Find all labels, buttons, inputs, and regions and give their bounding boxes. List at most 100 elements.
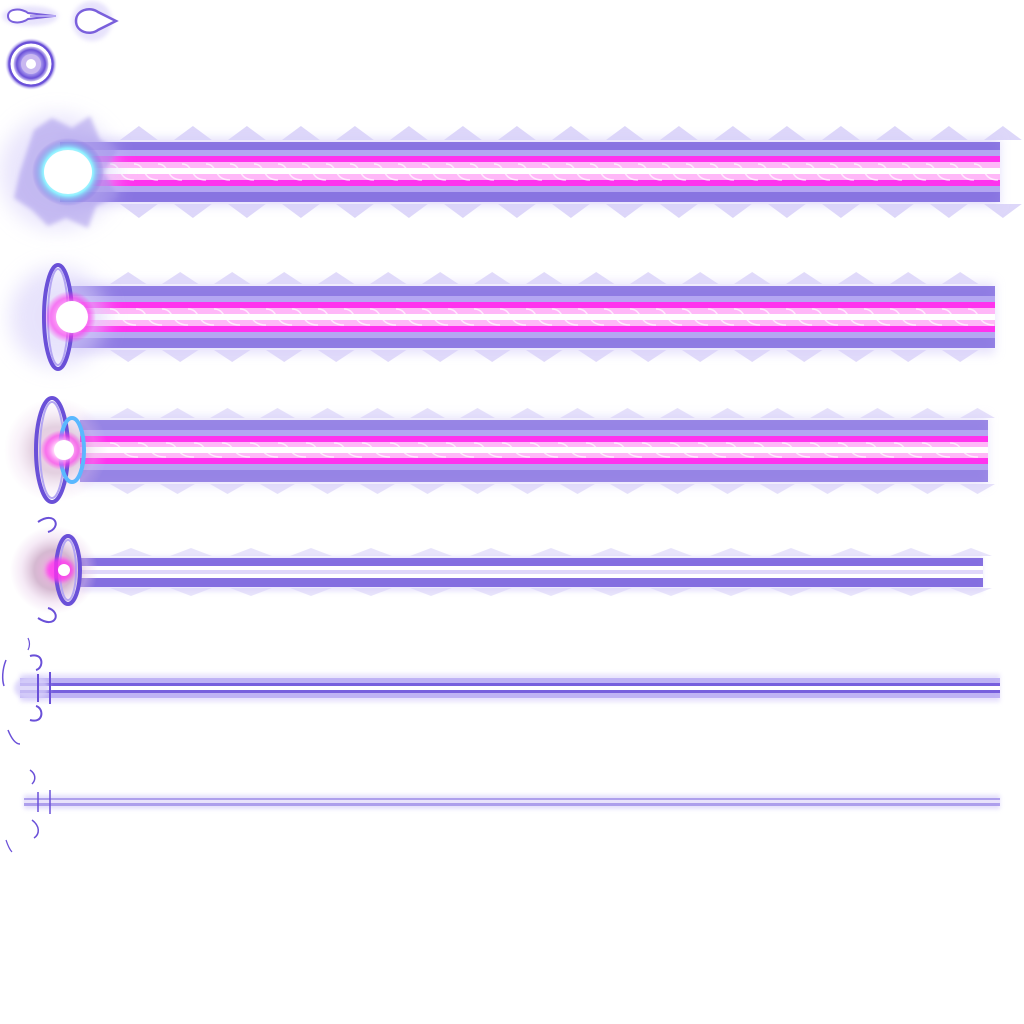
swirl-stroke <box>333 442 363 458</box>
swirl-stroke <box>863 308 891 326</box>
swirl-stroke <box>109 442 139 458</box>
swirl-stroke <box>305 442 335 458</box>
glow-spike <box>930 126 968 140</box>
glow-spike <box>560 484 595 494</box>
glow-spike <box>110 408 145 418</box>
swirl-stroke <box>661 163 687 181</box>
glow-spike <box>810 408 845 418</box>
swirl-stroke <box>781 163 807 181</box>
glow-spike <box>660 126 698 140</box>
glow-spike <box>860 484 895 494</box>
glow-spike <box>552 204 590 218</box>
glow-spike <box>710 548 752 556</box>
swirl-stroke <box>277 442 307 458</box>
glow-spike <box>530 548 572 556</box>
glow-spike <box>210 484 245 494</box>
glow-spike <box>714 126 752 140</box>
glow-spike <box>606 126 644 140</box>
swirl-stroke <box>361 442 391 458</box>
glow-spike <box>444 204 482 218</box>
glow-spike <box>360 408 395 418</box>
swirl-stroke <box>641 442 671 458</box>
swirl-stroke <box>893 442 923 458</box>
glow-spike <box>360 484 395 494</box>
glow-spike <box>510 408 545 418</box>
swirl-stroke <box>629 308 657 326</box>
glow-spike <box>350 548 392 556</box>
swirl-stroke <box>213 308 241 326</box>
swirl-stroke <box>949 442 979 458</box>
glow-spike <box>110 272 147 284</box>
ring-orb-projectile <box>5 38 57 90</box>
glow-spike <box>942 272 979 284</box>
glow-spike <box>890 548 932 556</box>
glow-spike <box>460 408 495 418</box>
glow-spike <box>266 272 303 284</box>
swirl-stroke <box>369 308 397 326</box>
swirl-stroke <box>417 442 447 458</box>
swirl-stroke <box>157 163 183 181</box>
swirl-stroke <box>265 308 293 326</box>
beam-frame-1 <box>0 114 1022 230</box>
swirl-stroke <box>469 163 495 181</box>
glow-spike <box>498 204 536 218</box>
glow-spike <box>660 408 695 418</box>
glow-spike <box>260 408 295 418</box>
swirl-stroke <box>785 308 813 326</box>
glow-spike <box>498 126 536 140</box>
swirl-stroke <box>613 442 643 458</box>
beam-3-swirl <box>109 442 979 458</box>
swirl-stroke <box>205 163 231 181</box>
swirl-stroke <box>941 308 969 326</box>
swirl-stroke <box>493 163 519 181</box>
swirl-stroke <box>669 442 699 458</box>
swirl-stroke <box>421 308 449 326</box>
swirl-stroke <box>221 442 251 458</box>
swirl-stroke <box>889 308 917 326</box>
glow-spike <box>162 272 199 284</box>
glow-spike <box>470 548 512 556</box>
glow-spike <box>110 548 152 556</box>
swirl-stroke <box>877 163 903 181</box>
glow-spike <box>370 272 407 284</box>
glow-spike <box>760 484 795 494</box>
swirl-stroke <box>301 163 327 181</box>
swirl-stroke <box>709 163 735 181</box>
swirl-stroke <box>343 308 371 326</box>
swirl-stroke <box>389 442 419 458</box>
swirl-stroke <box>865 442 895 458</box>
glow-spike <box>760 408 795 418</box>
glow-spike <box>660 484 695 494</box>
glow-spike <box>410 484 445 494</box>
glow-spike <box>578 272 615 284</box>
swirl-stroke <box>655 308 683 326</box>
glow-spike <box>410 548 452 556</box>
swirl-stroke <box>473 308 501 326</box>
swirl-stroke <box>613 163 639 181</box>
glow-spike <box>120 204 158 218</box>
swirl-stroke <box>517 163 543 181</box>
glow-spike <box>444 126 482 140</box>
glow-spike <box>630 272 667 284</box>
swirl-stroke <box>853 163 879 181</box>
swirl-stroke <box>373 163 399 181</box>
glow-spike <box>390 126 428 140</box>
swirl-stroke <box>733 163 759 181</box>
glow-spike <box>822 204 860 218</box>
glow-spike <box>590 548 632 556</box>
swirl-stroke <box>921 442 951 458</box>
glow-spike <box>174 204 212 218</box>
glow-spike <box>390 204 428 218</box>
glow-spike <box>768 204 806 218</box>
swirl-stroke <box>317 308 345 326</box>
glow-spike <box>838 272 875 284</box>
glow-spike <box>810 484 845 494</box>
glow-spike <box>682 272 719 284</box>
swirl-stroke <box>253 163 279 181</box>
beam-frame-2 <box>10 263 995 371</box>
glow-spike <box>734 272 771 284</box>
swirl-stroke <box>759 308 787 326</box>
glow-spike <box>526 272 563 284</box>
glow-spike <box>950 548 992 556</box>
